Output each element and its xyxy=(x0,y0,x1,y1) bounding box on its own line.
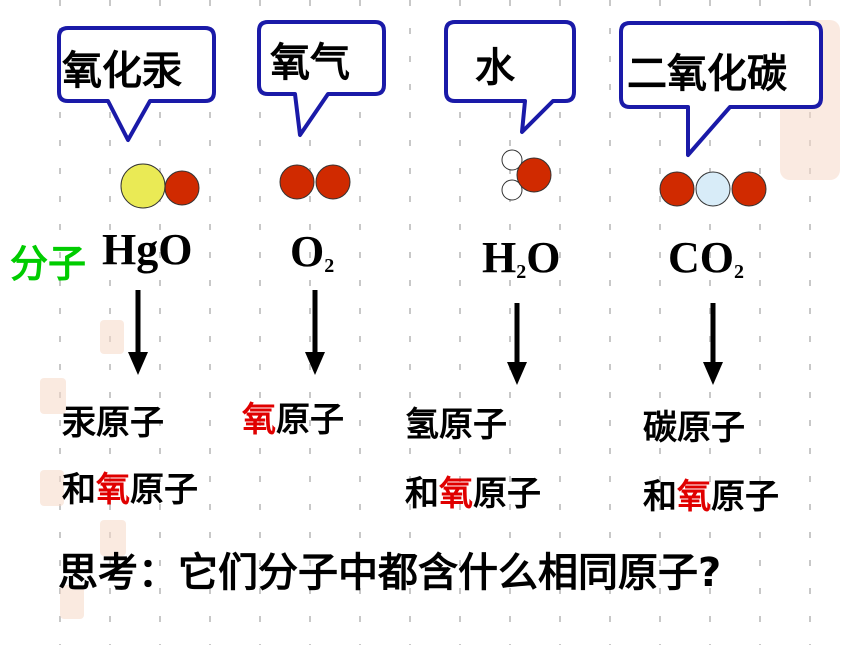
atoms-h2o-line2: 和氧原子 xyxy=(405,466,541,515)
atom-text-part: 和 xyxy=(643,477,677,517)
hydrogen-atom xyxy=(501,179,523,201)
bubble-label-h2o: 水 xyxy=(475,45,515,91)
formula-subscript: 2 xyxy=(734,261,744,283)
atoms-hgo-line2: 和氧原子 xyxy=(62,462,198,511)
oxygen-atom xyxy=(164,170,200,206)
atom-text-part: 和 xyxy=(405,474,439,514)
atoms-o2-line1: 氧原子 xyxy=(242,392,344,441)
atoms-co2-line2: 和氧原子 xyxy=(643,469,779,518)
atoms-h2o-line1: 氢原子 xyxy=(405,405,507,445)
bubble-label-co2: 二氧化碳 xyxy=(627,51,787,97)
oxygen-atom xyxy=(659,171,695,207)
oxygen-highlight: 氧 xyxy=(677,477,711,517)
atom-text-part: 原子 xyxy=(130,470,198,510)
formula-co2: CO2 xyxy=(668,232,744,284)
formula-text: CO xyxy=(668,233,734,282)
formula-subscript: 2 xyxy=(516,261,527,283)
bubble-o2 xyxy=(257,20,386,137)
formula-subscript: 2 xyxy=(324,255,335,277)
oxygen-highlight: 氧 xyxy=(439,474,473,514)
carbon-atom xyxy=(695,171,731,207)
atom-text-part: 原子 xyxy=(276,400,344,440)
oxygen-highlight: 氧 xyxy=(96,470,130,510)
formula-text: HgO xyxy=(102,225,193,274)
oxygen-atom xyxy=(279,164,315,200)
atom-text-part: 原子 xyxy=(473,474,541,514)
formula-h2o: H2O xyxy=(482,232,560,284)
molecule-side-label: 分子 xyxy=(10,242,87,286)
question-text: 思考：它们分子中都含什么相同原子? xyxy=(58,550,722,596)
hydrogen-atom xyxy=(501,149,523,171)
bubble-hgo xyxy=(57,26,216,142)
oxygen-atom xyxy=(516,157,552,193)
bubble-label-o2: 氧气 xyxy=(270,40,350,86)
atoms-hgo-line1: 汞原子 xyxy=(62,403,164,443)
formula-o2: O2 xyxy=(290,226,334,278)
formula-text: H xyxy=(482,233,517,282)
oxygen-atom xyxy=(731,171,767,207)
atoms-co2-line1: 碳原子 xyxy=(643,408,745,448)
bubble-h2o xyxy=(444,20,576,134)
mercury-atom xyxy=(120,163,166,209)
atom-text-part: 和 xyxy=(62,470,96,510)
oxygen-atom xyxy=(315,164,351,200)
atom-text-part: 原子 xyxy=(711,477,779,517)
formula-hgo: HgO xyxy=(102,224,192,275)
bubble-co2 xyxy=(619,21,823,157)
oxygen-highlight: 氧 xyxy=(242,400,276,440)
formula-text: O xyxy=(526,233,561,282)
bubble-label-hgo: 氧化汞 xyxy=(62,48,182,94)
formula-text: O xyxy=(290,227,325,276)
